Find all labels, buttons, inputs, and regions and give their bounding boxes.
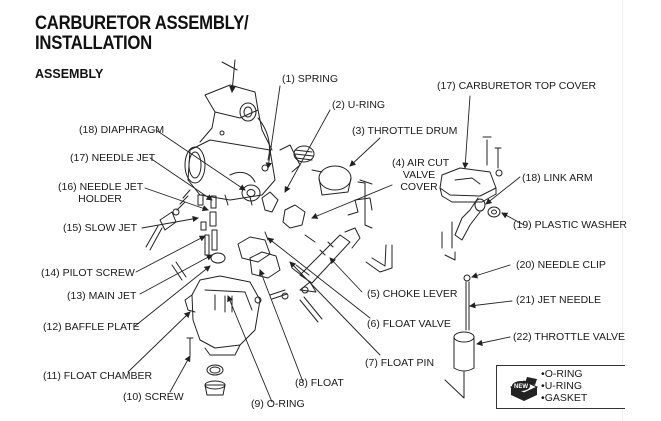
- label-float-pin: (7) FLOAT PIN: [365, 357, 435, 369]
- carburetor-body: [184, 59, 276, 206]
- label-plastic-washer: (19) PLASTIC WASHER: [513, 219, 627, 231]
- label-diaphragm: (18) DIAPHRAGM: [79, 124, 165, 136]
- label-spring: (1) SPRING: [282, 73, 339, 85]
- leader-lines: [127, 85, 525, 403]
- label-float-chamber: (11) FLOAT CHAMBER: [43, 370, 153, 382]
- label-o-ring: (9) O-RING: [251, 398, 305, 410]
- label-baffle-plate: (12) BAFFLE PLATE: [43, 321, 140, 333]
- label-choke-lever: (5) CHOKE LEVER: [367, 288, 458, 300]
- float-chamber-part: [184, 275, 261, 356]
- label-float: (8) FLOAT: [295, 377, 344, 389]
- label-carburetor-top-cover: (17) CARBURETOR TOP COVER: [437, 80, 597, 92]
- throttle-drum-part: [311, 165, 352, 196]
- new-badge-text: NEW: [514, 384, 528, 390]
- title-line-2: INSTALLATION: [35, 33, 152, 54]
- plastic-washer-part: [487, 206, 501, 218]
- label-screw: (10) SCREW: [123, 391, 184, 403]
- link-arm-part: [454, 197, 486, 241]
- float-pin-part: [254, 264, 323, 323]
- screw-part: [186, 337, 194, 356]
- jet-needle-part: [465, 281, 470, 331]
- air-cut-valve-part: [261, 191, 279, 213]
- label-link-arm: (18) LINK ARM: [522, 172, 593, 184]
- jets-parts: [145, 189, 226, 281]
- label-slow-jet: (15) SLOW JET: [63, 222, 138, 234]
- needle-clip-part: [463, 274, 471, 282]
- float-part: [237, 231, 281, 279]
- label-jet-needle: (21) JET NEEDLE: [516, 294, 601, 306]
- label-u-ring: (2) U-RING: [332, 99, 386, 111]
- label-main-jet: (13) MAIN JET: [67, 290, 137, 302]
- diaphragm-part: [241, 184, 261, 202]
- label-float-valve: (6) FLOAT VALVE: [367, 318, 451, 330]
- legend-item: O-RING: [541, 368, 587, 380]
- carburetor-top-cover-part: [439, 136, 503, 203]
- drain-plug-part: [204, 384, 226, 396]
- label-needle-clip: (20) NEEDLE CLIP: [516, 259, 606, 271]
- title-line-1: CARBURETOR ASSEMBLY/: [35, 13, 249, 34]
- legend-item: U-RING: [541, 380, 587, 392]
- label-needle-jet-holder: (16) NEEDLE JET HOLDER: [58, 181, 144, 205]
- legend-item: GASKET: [541, 392, 588, 404]
- page-title: CARBURETOR ASSEMBLY/ INSTALLATION: [35, 13, 249, 54]
- o-ring-part: [206, 364, 224, 376]
- throttle-valve-part: [444, 331, 475, 399]
- air-cut-valve-cover-part: [282, 204, 306, 229]
- new-parts-icon: NEW: [509, 377, 539, 401]
- label-air-cut-valve-cover: (4) AIR CUT VALVE COVER: [392, 157, 450, 193]
- choke-lever-part: [299, 179, 393, 284]
- label-needle-jet: (17) NEEDLE JET: [70, 152, 156, 164]
- label-throttle-valve: (22) THROTTLE VALVE: [513, 331, 626, 343]
- legend-list: O-RING U-RING GASKET: [541, 368, 588, 404]
- label-throttle-drum: (3) THROTTLE DRUM: [352, 125, 458, 137]
- replacement-parts-legend: NEW O-RING U-RING GASKET: [496, 365, 625, 409]
- label-pilot-screw: (14) PILOT SCREW: [41, 267, 135, 279]
- section-heading: ASSEMBLY: [35, 67, 104, 81]
- page-edge-rule: [622, 0, 623, 421]
